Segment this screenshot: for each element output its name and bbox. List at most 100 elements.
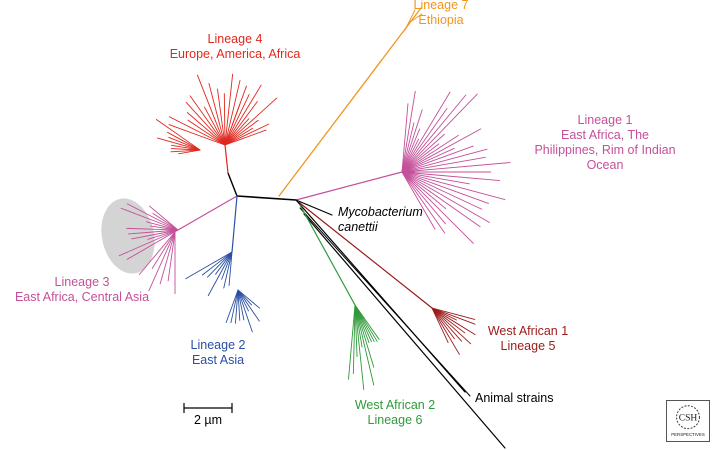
lineage1-branch bbox=[403, 103, 409, 149]
lineage4-branch bbox=[189, 95, 214, 129]
lineage4-label: Lineage 4 Europe, America, Africa bbox=[150, 32, 320, 62]
lineage2-branch bbox=[239, 299, 245, 321]
lineage1-branch bbox=[416, 133, 445, 160]
lineage1-branch bbox=[405, 122, 415, 156]
lineage2-branch bbox=[223, 264, 230, 289]
canettii-genus: Mycobacterium bbox=[338, 205, 423, 219]
canettii-branch bbox=[295, 199, 333, 216]
lineage6-branch bbox=[352, 328, 355, 374]
lineage2-branch bbox=[245, 295, 260, 309]
lineage2-branch bbox=[234, 301, 238, 324]
lineage3-branch bbox=[131, 232, 163, 240]
lineage2-branch bbox=[230, 300, 236, 324]
lineage1-label: Lineage 1 East Africa, The Philippines, … bbox=[520, 113, 690, 173]
lineage1-branch bbox=[407, 128, 421, 158]
lineage1-branch bbox=[419, 148, 455, 165]
lineage4-branch bbox=[224, 139, 240, 146]
lineage1-branch bbox=[416, 192, 446, 234]
lineage2-branch bbox=[242, 304, 253, 333]
lineage6-branch bbox=[362, 317, 378, 342]
lineage2-region: East Asia bbox=[191, 353, 245, 367]
lineage3-highlight bbox=[101, 198, 155, 274]
lineage1-region-line1: East Africa, The bbox=[560, 128, 649, 142]
lineage6-branch bbox=[357, 334, 365, 390]
lineage4-branch bbox=[224, 121, 231, 146]
animal-strains-label: Animal strains bbox=[475, 391, 554, 406]
lineage3-region: East Africa, Central Asia bbox=[14, 290, 150, 304]
lineage3-branch bbox=[162, 231, 176, 248]
lineage6-branch bbox=[362, 316, 380, 340]
lineage2-branch bbox=[238, 300, 241, 321]
lineage3-branch bbox=[120, 207, 159, 223]
lineage1-branch bbox=[401, 168, 441, 173]
lineage4-branch bbox=[235, 101, 258, 131]
lineage5-title: West African 1 bbox=[487, 324, 569, 338]
lineage5-branch bbox=[446, 316, 476, 336]
lineage3-branch bbox=[149, 205, 169, 223]
lineage4-branch bbox=[239, 123, 270, 139]
lineage7-branch bbox=[404, 9, 416, 31]
lineage2-branch bbox=[215, 251, 233, 262]
lineage1-branch bbox=[423, 94, 467, 146]
lineage2-branch bbox=[185, 260, 217, 280]
lineage1-branch bbox=[401, 171, 414, 193]
lineage2-branch bbox=[225, 300, 235, 323]
lineage1-branch bbox=[418, 91, 451, 145]
lineage4-branch bbox=[238, 129, 267, 141]
lineage1-branch bbox=[429, 184, 483, 210]
lineage4-branch bbox=[234, 127, 254, 140]
lineage6-label: West African 2 Lineage 6 bbox=[345, 398, 445, 428]
lineage2-branch bbox=[231, 195, 238, 253]
lineage2-branch bbox=[221, 261, 229, 280]
lineage5-branch bbox=[437, 319, 449, 344]
lineage1-branch bbox=[414, 143, 440, 163]
lineage4-branch bbox=[236, 119, 259, 137]
lineage6-branch bbox=[352, 304, 356, 332]
lineage4-branch bbox=[170, 148, 191, 150]
lineage4-branch bbox=[242, 97, 278, 130]
lineage1-branch bbox=[439, 162, 511, 170]
lineage1-branch bbox=[407, 138, 419, 161]
lineage2-branch bbox=[207, 266, 225, 297]
lineage3-branch bbox=[177, 195, 238, 231]
lineage1-branch bbox=[430, 156, 486, 168]
lineage1-branch bbox=[425, 175, 470, 185]
lineage4-branch bbox=[196, 74, 216, 121]
lineage5-label: West African 1 Lineage 5 bbox=[478, 324, 578, 354]
lineage3-branch bbox=[126, 227, 161, 230]
canettii-label: Mycobacterium canettii bbox=[338, 205, 423, 235]
lineage3-branch bbox=[167, 221, 179, 231]
lineage5-branch bbox=[439, 318, 455, 340]
lineage4-branch bbox=[232, 94, 250, 128]
lineage1-branch bbox=[421, 134, 459, 160]
logo-text: CSH bbox=[679, 414, 698, 424]
lineage3-label: Lineage 3 East Africa, Central Asia bbox=[8, 275, 156, 305]
lineage4-title: Lineage 4 bbox=[207, 32, 263, 46]
trunk-branch bbox=[227, 172, 238, 197]
lineage7-branch bbox=[409, 13, 423, 23]
lineage4-branch bbox=[227, 73, 234, 121]
lineage5-branch bbox=[446, 311, 476, 320]
lineage4-branch bbox=[214, 120, 226, 146]
lineage5-branch bbox=[295, 199, 433, 309]
lineage2-branch bbox=[233, 289, 239, 302]
lineage1-branch bbox=[401, 171, 437, 176]
lineage1-branch bbox=[401, 171, 428, 198]
lineage4-region: Europe, America, Africa bbox=[169, 47, 301, 61]
lineage1-branch bbox=[435, 174, 501, 182]
scale-bar-text: 2 µm bbox=[193, 413, 223, 427]
lineage4-branch bbox=[168, 124, 206, 139]
lineage3-branch bbox=[152, 212, 170, 225]
lineage2-branch bbox=[241, 296, 249, 312]
lineage1-branch bbox=[401, 171, 433, 184]
lineage1-region-line3: Ocean bbox=[586, 158, 624, 172]
lineage1-branch bbox=[401, 171, 430, 192]
lineage5-branch bbox=[441, 323, 460, 355]
lineage3-branch bbox=[118, 238, 158, 257]
lineage6-branch bbox=[357, 319, 363, 348]
lineage4-branch bbox=[237, 84, 262, 125]
lineage1-branch bbox=[437, 181, 506, 201]
lineage1-branch bbox=[416, 184, 447, 210]
lineage3-branch bbox=[167, 248, 174, 282]
